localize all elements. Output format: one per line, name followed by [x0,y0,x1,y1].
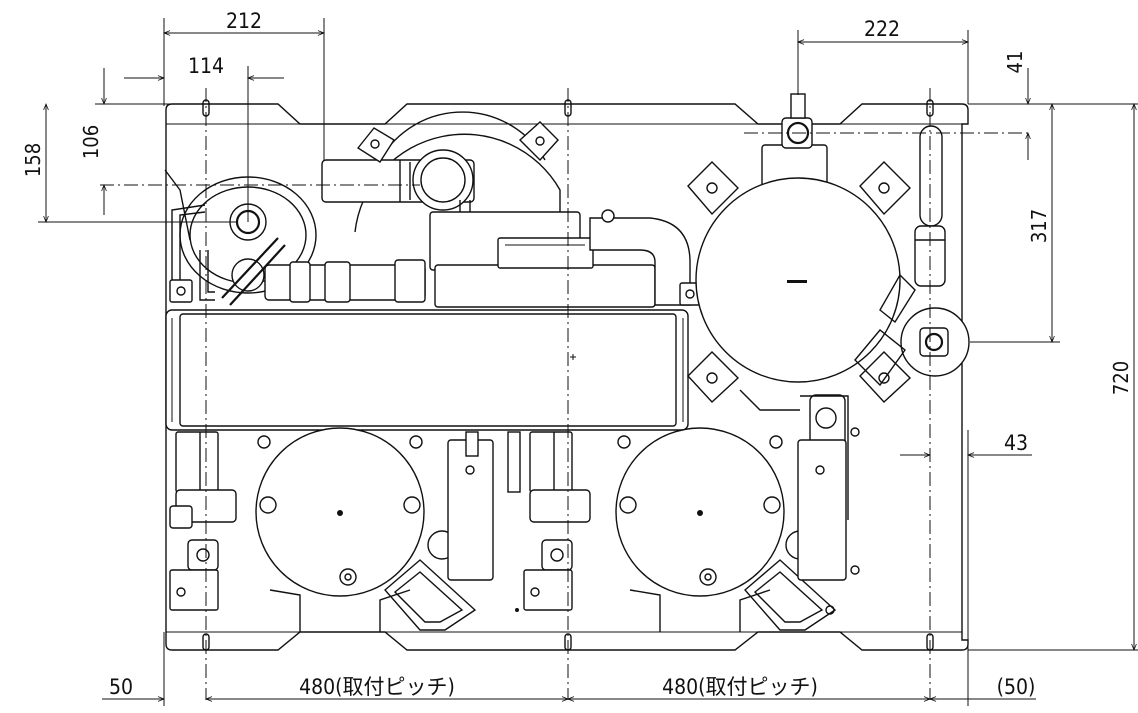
dimension-labels: 212 114 106 158 222 41 317 720 43 50 480… [21,9,1133,699]
dim-480-left: 480(取付ピッチ) [299,675,455,699]
dimension-lines [38,18,1138,706]
dim-212: 212 [226,9,262,33]
right-compressor [687,93,970,520]
dim-43: 43 [1004,431,1028,455]
dim-114: 114 [188,54,224,78]
upper-left-components [164,111,701,308]
dim-106: 106 [79,125,103,159]
dim-317: 317 [1027,209,1051,243]
dim-158: 158 [21,143,45,177]
dim-41: 41 [1003,51,1027,74]
dim-222: 222 [864,17,900,41]
dim-50-right: (50) [997,675,1036,699]
dim-480-right: 480(取付ピッチ) [662,675,818,699]
lower-right-compressor [523,427,860,632]
condenser-coil [165,309,689,431]
lower-left-compressor [169,427,521,632]
dim-720: 720 [1109,361,1133,395]
dim-50-left: 50 [109,675,133,699]
center-lines [100,88,1032,700]
